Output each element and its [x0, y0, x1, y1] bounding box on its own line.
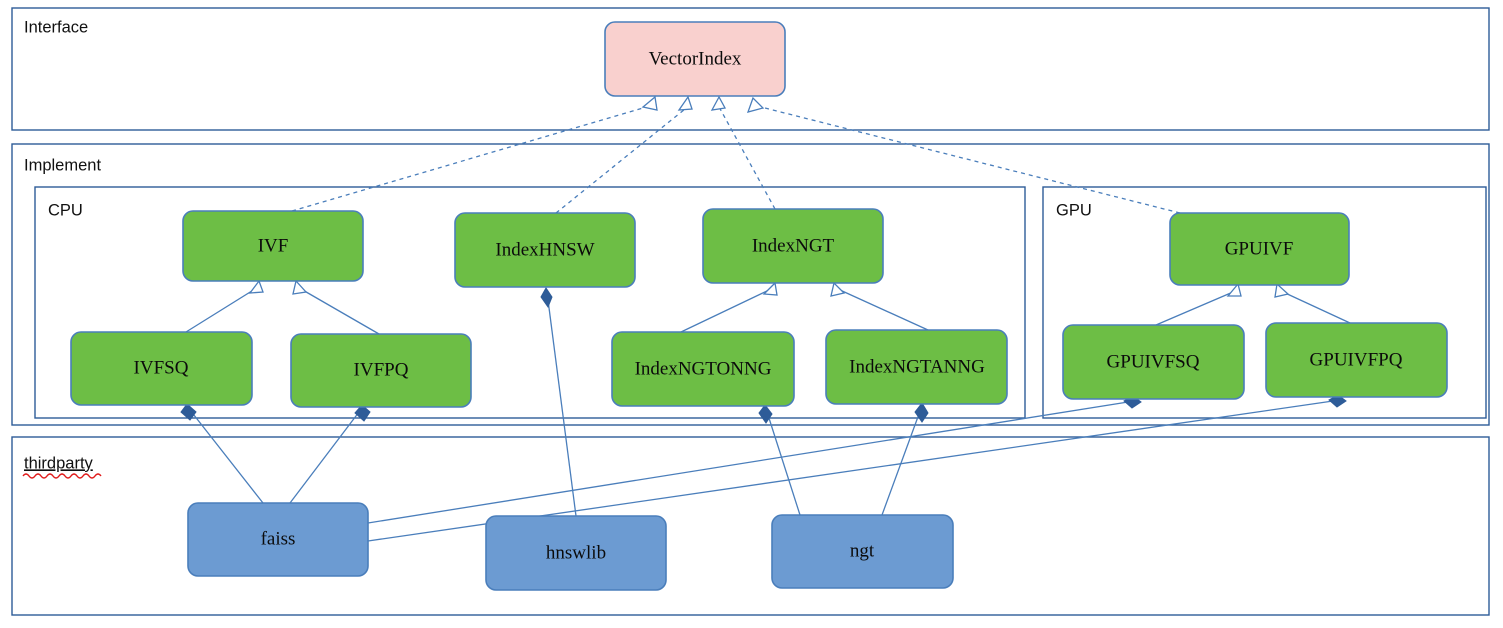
generalization-arrowhead-icon	[1274, 282, 1290, 298]
edge-ivfpq-to-ivf	[292, 279, 380, 335]
node-ivfpq[interactable]: IVFPQ	[290, 333, 472, 408]
edge-ivfsq-to-ivf	[185, 279, 264, 333]
node-hnswlib-rect[interactable]	[485, 515, 667, 591]
node-indexngt-label: IndexNGT	[752, 235, 835, 256]
edge-indexngtanng-to-indexngt	[830, 281, 929, 331]
container-implement-label: Implement	[24, 156, 101, 174]
generalization-arrowhead-icon	[762, 281, 778, 296]
generalization-arrowhead-icon	[830, 281, 846, 297]
generalization-arrowhead-icon	[677, 95, 693, 111]
container-gpu-label: GPU	[1056, 201, 1092, 219]
edge-line	[717, 104, 776, 210]
container-thirdparty-label: thirdparty	[24, 454, 94, 472]
edge-line	[1282, 291, 1351, 324]
edge-line	[300, 288, 380, 335]
edge-hnswlib-to-indexhnsw	[540, 287, 577, 517]
node-indexhnsw-rect[interactable]	[454, 212, 636, 288]
container-cpu-label: CPU	[48, 201, 83, 219]
node-gpuivfpq-rect[interactable]	[1265, 322, 1448, 398]
composition-diamond-icon	[1328, 394, 1347, 408]
node-ivfpq-label: IVFPQ	[354, 359, 409, 380]
edge-line	[680, 289, 770, 333]
edge-indexngtonng-to-indexngt	[680, 281, 778, 333]
composition-diamond-icon	[354, 404, 371, 422]
generalization-arrowhead-icon	[641, 95, 658, 111]
node-vectorindex-rect[interactable]	[604, 21, 786, 97]
edge-line	[839, 289, 929, 331]
node-indexhnsw[interactable]: IndexHNSW	[454, 212, 636, 288]
node-ngt-rect[interactable]	[771, 514, 954, 589]
node-ivfsq[interactable]: IVFSQ	[70, 331, 253, 406]
generalization-arrowhead-icon	[292, 279, 308, 295]
spellcheck-squiggle-icon	[22, 473, 102, 479]
generalization-arrowhead-icon	[746, 96, 765, 113]
node-hnswlib-label: hnswlib	[546, 542, 606, 563]
node-ngt[interactable]: ngt	[771, 514, 954, 589]
node-ngt-label: ngt	[850, 540, 875, 561]
node-gpuivfpq-label: GPUIVFPQ	[1310, 349, 1403, 370]
composition-diamond-icon	[180, 403, 197, 421]
node-faiss-label: faiss	[261, 528, 296, 549]
node-gpuivfsq-label: GPUIVFSQ	[1107, 351, 1200, 372]
node-indexngtonng[interactable]: IndexNGTONNG	[611, 331, 795, 407]
node-indexngtanng-label: IndexNGTANNG	[849, 356, 985, 377]
edge-line	[881, 413, 920, 516]
node-faiss-rect[interactable]	[187, 502, 369, 577]
node-indexngtanng[interactable]: IndexNGTANNG	[825, 329, 1008, 405]
composition-diamond-icon	[540, 287, 553, 309]
edge-line	[189, 409, 264, 504]
node-gpuivfsq[interactable]: GPUIVFSQ	[1062, 324, 1245, 400]
edge-line	[767, 414, 801, 516]
node-vectorindex-label: VectorIndex	[649, 48, 742, 69]
node-gpuivf-rect[interactable]	[1169, 212, 1350, 286]
edge-line	[756, 105, 1181, 214]
edge-line	[289, 411, 360, 504]
node-gpuivfpq[interactable]: GPUIVFPQ	[1265, 322, 1448, 398]
edge-indexhnsw-to-vectorindex	[555, 95, 693, 214]
edge-line	[547, 299, 577, 517]
container-interface-label: Interface	[24, 18, 88, 36]
node-ivfpq-rect[interactable]	[290, 333, 472, 408]
edge-ngt-to-indexngtonng	[758, 404, 801, 516]
composition-diamond-icon	[758, 404, 773, 424]
node-ivf-label: IVF	[258, 235, 289, 256]
node-gpuivfsq-rect[interactable]	[1062, 324, 1245, 400]
node-faiss[interactable]: faiss	[187, 502, 369, 577]
edge-faiss-to-ivfpq	[289, 404, 371, 504]
edge-line	[1155, 291, 1234, 326]
node-indexngtanng-rect[interactable]	[825, 329, 1008, 405]
node-indexngtonng-label: IndexNGTONNG	[635, 358, 772, 379]
edge-ivf-to-vectorindex	[291, 95, 661, 212]
node-hnswlib[interactable]: hnswlib	[485, 515, 667, 591]
node-ivf-rect[interactable]	[182, 210, 364, 282]
edge-gpuivfpq-to-gpuivf	[1274, 282, 1351, 324]
edge-gpuivfsq-to-gpuivf	[1155, 282, 1242, 326]
edge-ngt-to-indexngtanng	[881, 402, 929, 516]
node-indexngtonng-rect[interactable]	[611, 331, 795, 407]
generalization-arrowhead-icon	[1226, 282, 1242, 297]
node-ivfsq-rect[interactable]	[70, 331, 253, 406]
node-gpuivf[interactable]: GPUIVF	[1169, 212, 1350, 286]
node-vectorindex[interactable]: VectorIndex	[604, 21, 786, 97]
edge-faiss-to-ivfsq	[180, 403, 264, 504]
generalization-arrowhead-icon	[710, 95, 727, 111]
edge-gpuivf-to-vectorindex	[746, 96, 1181, 214]
node-gpuivf-label: GPUIVF	[1225, 238, 1294, 259]
edge-line	[367, 401, 1129, 524]
node-ivf[interactable]: IVF	[182, 210, 364, 282]
node-indexhnsw-label: IndexHNSW	[495, 239, 594, 260]
generalization-arrowhead-icon	[248, 279, 264, 294]
node-indexngt[interactable]: IndexNGT	[702, 208, 884, 284]
node-indexngt-rect[interactable]	[702, 208, 884, 284]
node-ivfsq-label: IVFSQ	[134, 357, 189, 378]
composition-diamond-icon	[914, 402, 929, 423]
edge-line	[185, 288, 256, 333]
edge-indexngt-to-vectorindex	[710, 95, 776, 210]
